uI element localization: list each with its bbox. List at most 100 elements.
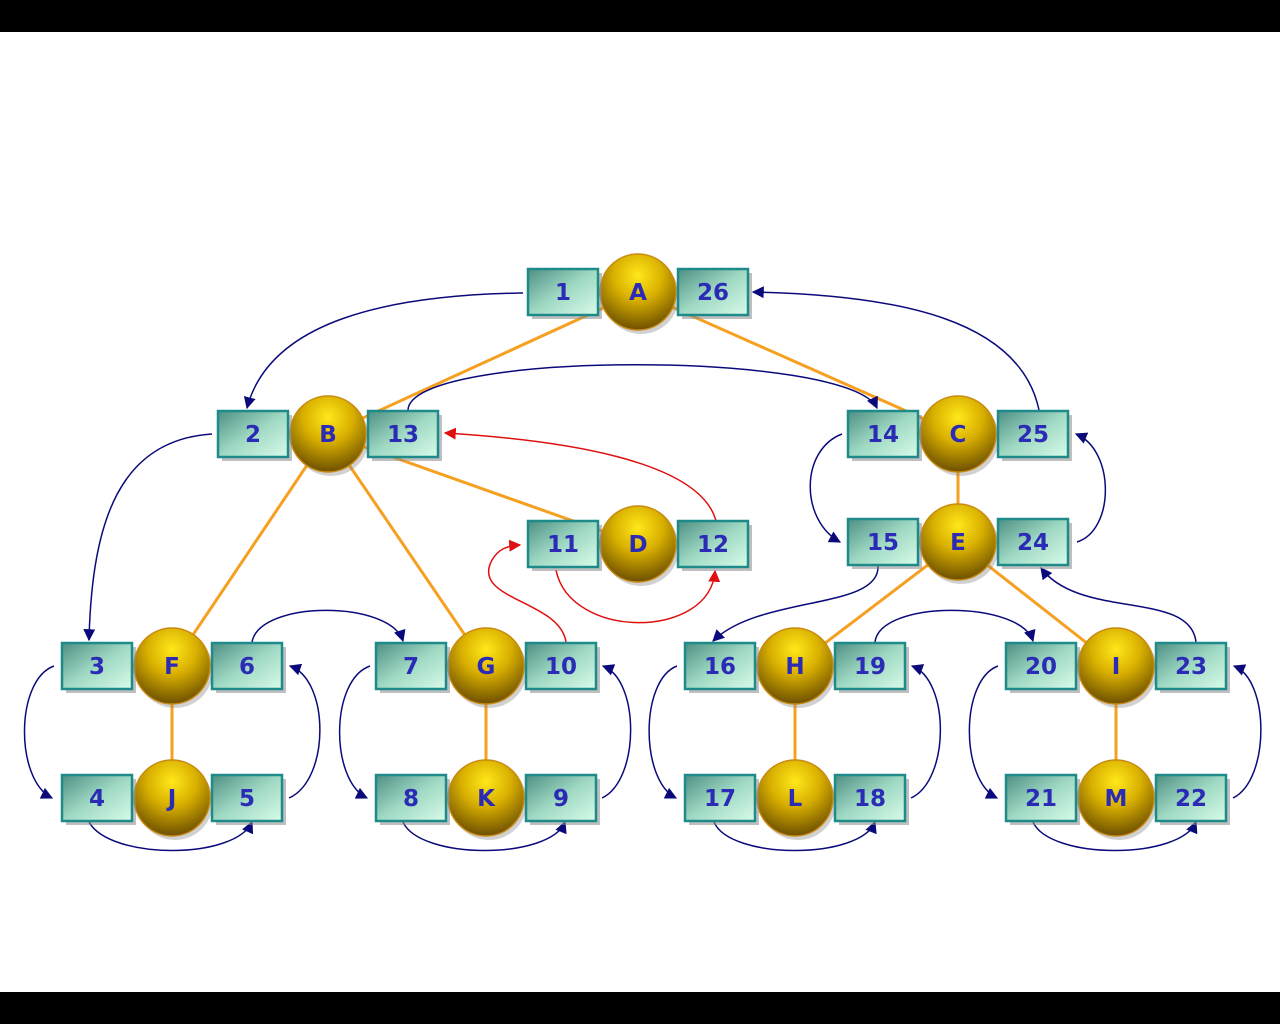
node-c-pre-box-label: 14 <box>867 422 899 448</box>
node-f-pre-box-label: 3 <box>89 654 105 680</box>
node-d-label: D <box>628 532 647 558</box>
node-l-label: L <box>788 786 803 812</box>
node-j: J <box>133 759 213 840</box>
node-h-pre-box-label: 16 <box>704 654 736 680</box>
node-j-post-box: 5 <box>210 773 286 825</box>
node-g-post-box: 10 <box>524 641 600 693</box>
arrow-6-to-7 <box>251 609 406 643</box>
node-d-pre-box-label: 11 <box>547 532 579 558</box>
node-i: I <box>1077 627 1157 708</box>
node-b: B <box>289 395 369 476</box>
arrow-15-to-16 <box>712 565 879 642</box>
node-h-post-box-label: 19 <box>854 654 886 680</box>
arrow-1-to-2 <box>243 292 524 410</box>
node-g-pre-box-label: 7 <box>403 654 419 680</box>
node-m-post-box-label: 22 <box>1175 786 1207 812</box>
arrow-4-to-5 <box>88 820 254 852</box>
tree-edge-b-f <box>170 433 330 667</box>
arrow-3-to-4 <box>23 665 55 799</box>
node-g-label: G <box>477 654 496 680</box>
node-c-post-box: 25 <box>996 409 1072 461</box>
arrow-5-to-6 <box>288 663 321 799</box>
node-m-pre-box: 21 <box>1004 773 1080 825</box>
node-j-post-box-label: 5 <box>239 786 255 812</box>
node-e-pre-box: 15 <box>846 517 922 569</box>
node-h-post-box: 19 <box>833 641 909 693</box>
node-c-pre-box: 14 <box>846 409 922 461</box>
node-d-post-box-label: 12 <box>697 532 729 558</box>
arrow-16-to-17 <box>648 665 678 799</box>
node-g: G <box>447 627 527 708</box>
node-a-pre-box: 1 <box>526 267 602 319</box>
arrow-9-to-10 <box>601 664 632 799</box>
node-a-label: A <box>629 280 647 306</box>
node-j-pre-box-label: 4 <box>89 786 105 812</box>
node-h-pre-box: 16 <box>683 641 759 693</box>
node-a: A <box>599 253 679 334</box>
node-f-post-box: 6 <box>210 641 286 693</box>
node-i-pre-box: 20 <box>1004 641 1080 693</box>
node-g-post-box-label: 10 <box>545 654 577 680</box>
node-f-label: F <box>164 654 180 680</box>
node-i-post-box-label: 23 <box>1175 654 1207 680</box>
node-f: F <box>133 627 213 708</box>
node-j-pre-box: 4 <box>60 773 136 825</box>
node-h: H <box>756 627 836 708</box>
arrow-23-to-24 <box>1040 567 1197 643</box>
node-d-pre-box: 11 <box>526 519 602 571</box>
node-b-post-box: 13 <box>366 409 442 461</box>
node-m-label: M <box>1105 786 1128 812</box>
node-m-pre-box-label: 21 <box>1025 786 1057 812</box>
node-e-label: E <box>950 530 966 556</box>
node-k-post-box: 9 <box>524 773 600 825</box>
node-l-pre-box-label: 17 <box>704 786 736 812</box>
tree-nodes: A 1 26B 2 13 C 14 25D 11 12 E 15 24F 3 6 G 7 10 H 16 19 I 20 23… <box>60 253 1230 840</box>
node-c: C <box>919 395 999 476</box>
node-d: D <box>599 505 679 586</box>
arrow-17-to-18 <box>713 820 877 852</box>
node-c-post-box-label: 25 <box>1017 422 1049 448</box>
tree-edge-b-g <box>326 433 488 667</box>
arrow-2-to-3 <box>83 433 213 642</box>
node-g-pre-box: 7 <box>374 641 450 693</box>
arrow-20-to-21 <box>968 665 999 799</box>
traversal-arrows <box>23 286 1262 852</box>
node-l: L <box>756 759 836 840</box>
arrow-24-to-25 <box>1074 432 1106 543</box>
node-i-post-box: 23 <box>1154 641 1230 693</box>
node-f-post-box-label: 6 <box>239 654 255 680</box>
node-d-post-box: 12 <box>676 519 752 571</box>
arrow-10-to-11 <box>488 539 567 643</box>
arrow-18-to-19 <box>910 664 942 799</box>
node-a-post-box-label: 26 <box>697 280 729 306</box>
node-i-label: I <box>1112 654 1121 680</box>
node-l-post-box: 18 <box>833 773 909 825</box>
arrow-25-to-26 <box>751 286 1040 411</box>
node-e-post-box: 24 <box>996 517 1072 569</box>
arrow-19-to-20 <box>874 609 1036 643</box>
arrow-21-to-22 <box>1032 820 1198 852</box>
node-m-post-box: 22 <box>1154 773 1230 825</box>
node-m: M <box>1077 759 1157 840</box>
node-i-pre-box-label: 20 <box>1025 654 1057 680</box>
node-l-pre-box: 17 <box>683 773 759 825</box>
node-e-pre-box-label: 15 <box>867 530 899 556</box>
bottom-black-bar <box>0 992 1280 1024</box>
node-k-post-box-label: 9 <box>553 786 569 812</box>
node-a-post-box: 26 <box>676 267 752 319</box>
arrow-22-to-23 <box>1232 664 1262 799</box>
node-l-post-box-label: 18 <box>854 786 886 812</box>
node-h-label: H <box>785 654 804 680</box>
arrow-11-to-12 <box>555 569 721 624</box>
arrow-8-to-9 <box>402 820 567 852</box>
node-k-pre-box: 8 <box>374 773 450 825</box>
node-b-label: B <box>319 422 337 448</box>
node-b-pre-box-label: 2 <box>245 422 261 448</box>
node-j-label: J <box>166 786 177 812</box>
node-e: E <box>919 503 999 584</box>
arrow-14-to-15 <box>809 433 843 543</box>
node-b-post-box-label: 13 <box>387 422 419 448</box>
node-f-pre-box: 3 <box>60 641 136 693</box>
node-b-pre-box: 2 <box>216 409 292 461</box>
